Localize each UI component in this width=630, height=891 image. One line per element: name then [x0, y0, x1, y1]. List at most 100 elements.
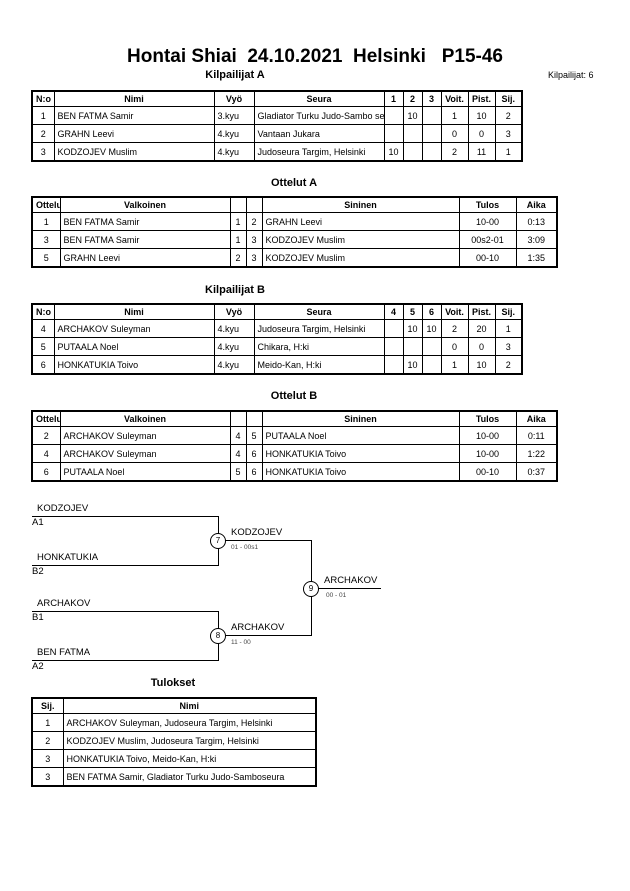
column-header: Valkoinen: [59, 410, 231, 427]
match-9-score: 00 - 01: [326, 592, 347, 599]
score-cell: 10: [402, 319, 423, 338]
bracket-line: [311, 588, 381, 589]
white-number: 2: [229, 248, 247, 268]
column-header: Voit.: [440, 303, 469, 320]
column-header: Vyö: [213, 90, 255, 107]
placement: 2: [494, 355, 523, 375]
white-competitor: PUTAALA Noel: [59, 462, 231, 482]
bracket-entrant-a2: BEN FATMA: [37, 647, 91, 658]
score-cell: [421, 142, 442, 162]
placement: 1: [494, 319, 523, 338]
blue-number: 2: [245, 212, 263, 231]
score-cell: [421, 355, 442, 375]
column-header: Tulos: [458, 196, 517, 213]
bracket-seed-b1: B1: [32, 612, 44, 623]
score-cell: [383, 106, 404, 125]
column-header: [229, 196, 247, 213]
wins-count: 2: [440, 142, 469, 162]
belt-grade: 4.kyu: [213, 319, 255, 338]
placement: 2: [494, 106, 523, 125]
match-number: 4: [31, 444, 61, 463]
column-header: [245, 196, 263, 213]
column-header: 4: [383, 303, 404, 320]
column-header: N:o: [31, 303, 55, 320]
column-header: Nimi: [53, 303, 215, 320]
score-cell: [383, 124, 404, 143]
match-result: 00-10: [458, 462, 517, 482]
points-total: 0: [467, 124, 496, 143]
column-header: Sij.: [494, 303, 523, 320]
column-header: 3: [421, 90, 442, 107]
column-header: Ottelu: [31, 196, 61, 213]
belt-grade: 3.kyu: [213, 106, 255, 125]
white-competitor: BEN FATMA Samir: [59, 230, 231, 249]
column-header: 2: [402, 90, 423, 107]
blue-competitor: HONKATUKIA Toivo: [261, 462, 460, 482]
competitor-number: 5: [31, 337, 55, 356]
match-number: 5: [31, 248, 61, 268]
match-time: 3:09: [515, 230, 558, 249]
belt-grade: 4.kyu: [213, 355, 255, 375]
score-cell: [402, 142, 423, 162]
blue-number: 5: [245, 426, 263, 445]
white-competitor: BEN FATMA Samir: [59, 212, 231, 231]
match-time: 0:13: [515, 212, 558, 231]
blue-number: 3: [245, 230, 263, 249]
column-header: Nimi: [62, 697, 317, 714]
match-time: 0:37: [515, 462, 558, 482]
final-name: ARCHAKOV Suleyman, Judoseura Targim, Hel…: [62, 713, 317, 732]
score-cell: [383, 337, 404, 356]
column-header: [229, 410, 247, 427]
bracket-line: [32, 660, 218, 661]
belt-grade: 4.kyu: [213, 337, 255, 356]
white-competitor: GRAHN Leevi: [59, 248, 231, 268]
belt-grade: 4.kyu: [213, 124, 255, 143]
match-result: 10-00: [458, 212, 517, 231]
wins-count: 0: [440, 337, 469, 356]
wins-count: 2: [440, 319, 469, 338]
column-header: Sij.: [31, 697, 64, 714]
final-name: KODZOJEV Muslim, Judoseura Targim, Helsi…: [62, 731, 317, 750]
placement: 1: [494, 142, 523, 162]
score-cell: 10: [383, 142, 404, 162]
blue-number: 6: [245, 444, 263, 463]
bracket-seed-b2: B2: [32, 566, 44, 577]
competitor-name: PUTAALA Noel: [53, 337, 215, 356]
points-total: 20: [467, 319, 496, 338]
final-placement: 2: [31, 731, 64, 750]
pool-b-title: Kilpailijat B: [205, 284, 265, 296]
bracket-entrant-b1: ARCHAKOV: [37, 598, 91, 609]
competitor-number: 1: [31, 106, 55, 125]
score-cell: [402, 124, 423, 143]
bracket-line: [218, 635, 311, 636]
match-9-winner: ARCHAKOV: [324, 575, 378, 586]
blue-number: 3: [245, 248, 263, 268]
column-header: Tulos: [458, 410, 517, 427]
match-7-score: 01 - 00s1: [231, 544, 259, 551]
placement: 3: [494, 124, 523, 143]
match-result: 00s2-01: [458, 230, 517, 249]
final-placement: 1: [31, 713, 64, 732]
match-9-number: 9: [303, 581, 319, 597]
wins-count: 1: [440, 106, 469, 125]
bracket-seed-a1: A1: [32, 517, 44, 528]
white-number: 1: [229, 212, 247, 231]
competitor-number: 2: [31, 124, 55, 143]
column-header: Sininen: [261, 410, 460, 427]
match-number: 1: [31, 212, 61, 231]
column-header: Seura: [253, 303, 385, 320]
bracket-line: [32, 516, 218, 517]
white-number: 5: [229, 462, 247, 482]
